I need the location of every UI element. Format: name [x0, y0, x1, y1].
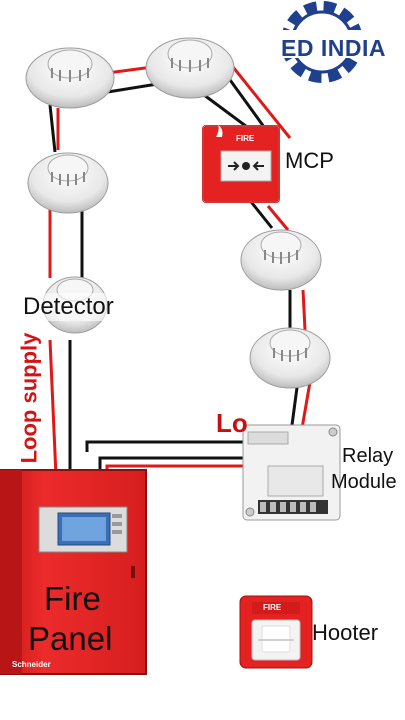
relay-label-line2: Module [331, 471, 397, 493]
mcp-sign: FIRE [236, 134, 255, 143]
smoke-detector-icon [27, 152, 109, 214]
fire-panel-label-line1: Fire [44, 580, 101, 617]
logo-text: ED INDIA [281, 35, 386, 61]
detector-label: Detector [23, 293, 114, 321]
relay-label-line1: Relay [342, 445, 394, 467]
loop-partial-label: Lo [216, 408, 248, 438]
hooter-label: Hooter [312, 620, 379, 645]
mcp-label: MCP [285, 148, 334, 173]
smoke-detector-icon [240, 229, 322, 291]
smoke-detector-icon [145, 37, 235, 99]
hooter-icon [239, 595, 313, 669]
manual-call-point-icon [202, 125, 280, 203]
panel-brand: Schneider [12, 660, 51, 669]
fire-panel-icon [0, 469, 147, 675]
relay-module-icon [242, 424, 341, 521]
hooter-sign: FIRE [263, 603, 282, 612]
smoke-detector-icon [249, 327, 331, 389]
smoke-detector-icon [25, 47, 115, 109]
fire-panel-label-line2: Panel [28, 620, 113, 657]
loop-supply-label: Loop supply [16, 332, 42, 464]
gear-icon [278, 1, 398, 83]
